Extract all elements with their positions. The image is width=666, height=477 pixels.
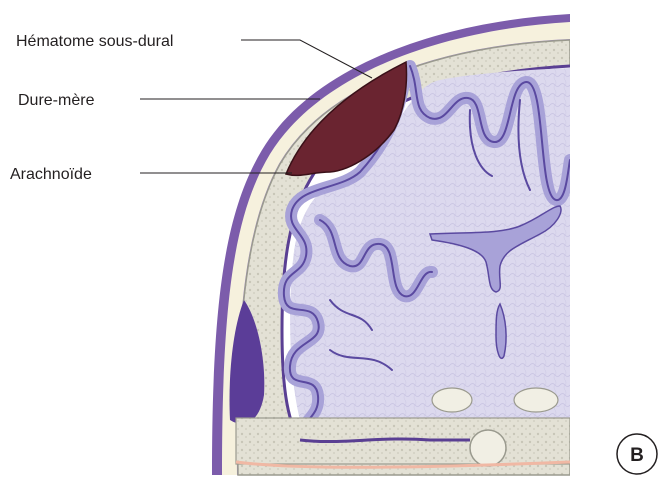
- panel-letter: B: [630, 445, 644, 466]
- label-arachnoid: Arachnoïde: [10, 166, 92, 183]
- panel-marker: B: [617, 434, 657, 474]
- head-illustration: [212, 14, 570, 475]
- label-dura-mater: Dure-mère: [18, 92, 95, 109]
- label-subdural-hematoma: Hématome sous-dural: [16, 33, 173, 50]
